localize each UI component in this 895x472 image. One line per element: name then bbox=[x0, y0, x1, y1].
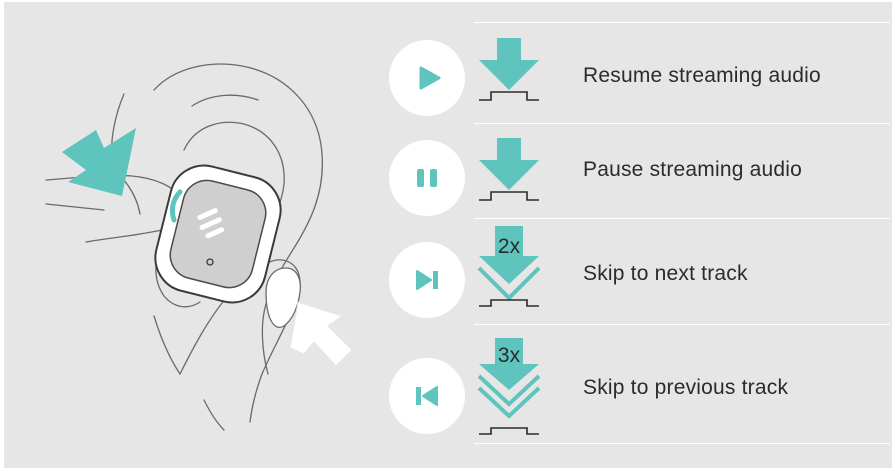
skip-previous-icon bbox=[389, 358, 465, 434]
row-skip-previous: 3x Skip to previous track bbox=[389, 338, 889, 444]
skip-next-icon bbox=[389, 242, 465, 318]
single-press-icon bbox=[477, 20, 557, 126]
row-label: Skip to next track bbox=[583, 262, 748, 286]
double-press-icon: 2x bbox=[477, 222, 557, 328]
press-count-label: 3x bbox=[498, 344, 521, 367]
row-label: Pause streaming audio bbox=[583, 158, 802, 182]
pause-icon bbox=[389, 140, 465, 216]
row-resume: Resume streaming audio bbox=[389, 20, 889, 126]
press-arrow-white bbox=[290, 302, 352, 366]
row-pause: Pause streaming audio bbox=[389, 120, 889, 226]
skip-next-icon-badge bbox=[389, 242, 465, 318]
triple-press-icon: 3x bbox=[477, 338, 557, 444]
press-arrow bbox=[62, 128, 136, 196]
play-icon bbox=[389, 40, 465, 116]
instruction-panel: Resume streaming audio Pause streaming a… bbox=[4, 2, 892, 468]
press-count-label: 2x bbox=[498, 235, 521, 258]
row-label: Resume streaming audio bbox=[583, 64, 821, 88]
single-press-icon bbox=[477, 120, 557, 226]
skip-previous-icon-badge bbox=[389, 358, 465, 434]
pause-icon-badge bbox=[389, 140, 465, 216]
row-skip-next: 2x Skip to next track bbox=[389, 222, 889, 328]
row-label: Skip to previous track bbox=[583, 376, 788, 400]
play-icon-badge bbox=[389, 40, 465, 116]
earbud-in-ear-illustration bbox=[4, 2, 384, 468]
